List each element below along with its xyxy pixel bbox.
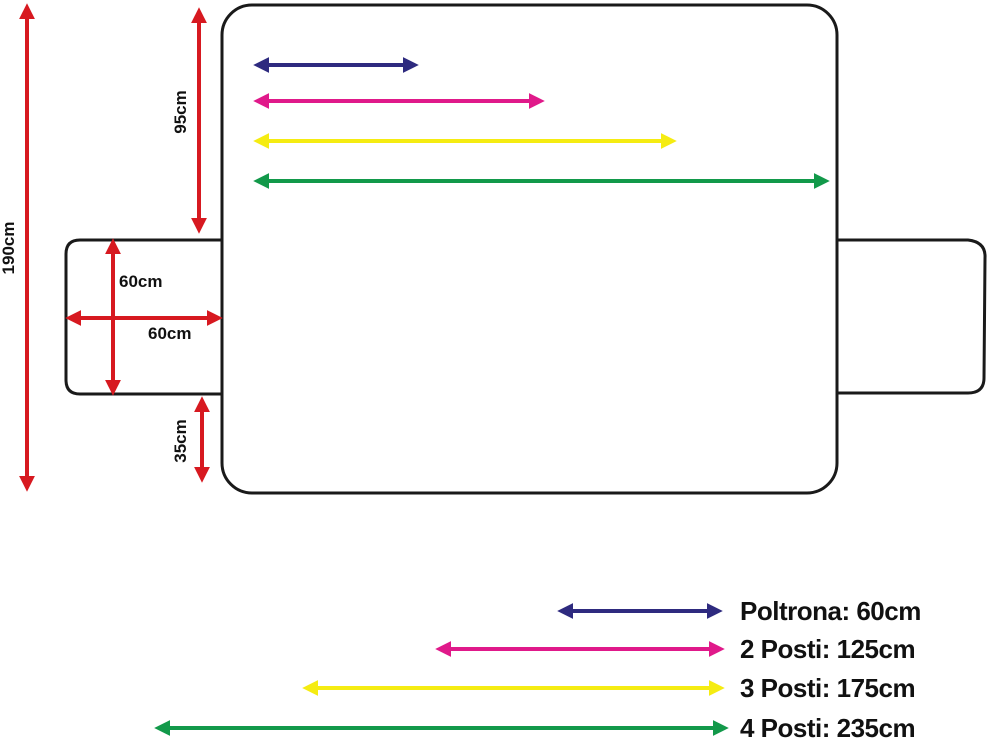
legend-poltrona-label: Poltrona: 60cm xyxy=(740,596,921,626)
legend-posti2-label: 2 Posti: 125cm xyxy=(740,634,915,664)
arm-width-label: 60cm xyxy=(148,324,191,343)
backrest-height-label: 95cm xyxy=(171,90,190,133)
arm-height-label: 60cm xyxy=(119,272,162,291)
legend-posti3-label: 3 Posti: 175cm xyxy=(740,673,915,703)
right-arm-flap xyxy=(836,238,987,395)
seat-front-label: 35cm xyxy=(171,419,190,462)
main-seat-panel xyxy=(220,3,839,495)
total-height-label: 190cm xyxy=(0,222,18,275)
legend-posti4-label: 4 Posti: 235cm xyxy=(740,713,915,740)
